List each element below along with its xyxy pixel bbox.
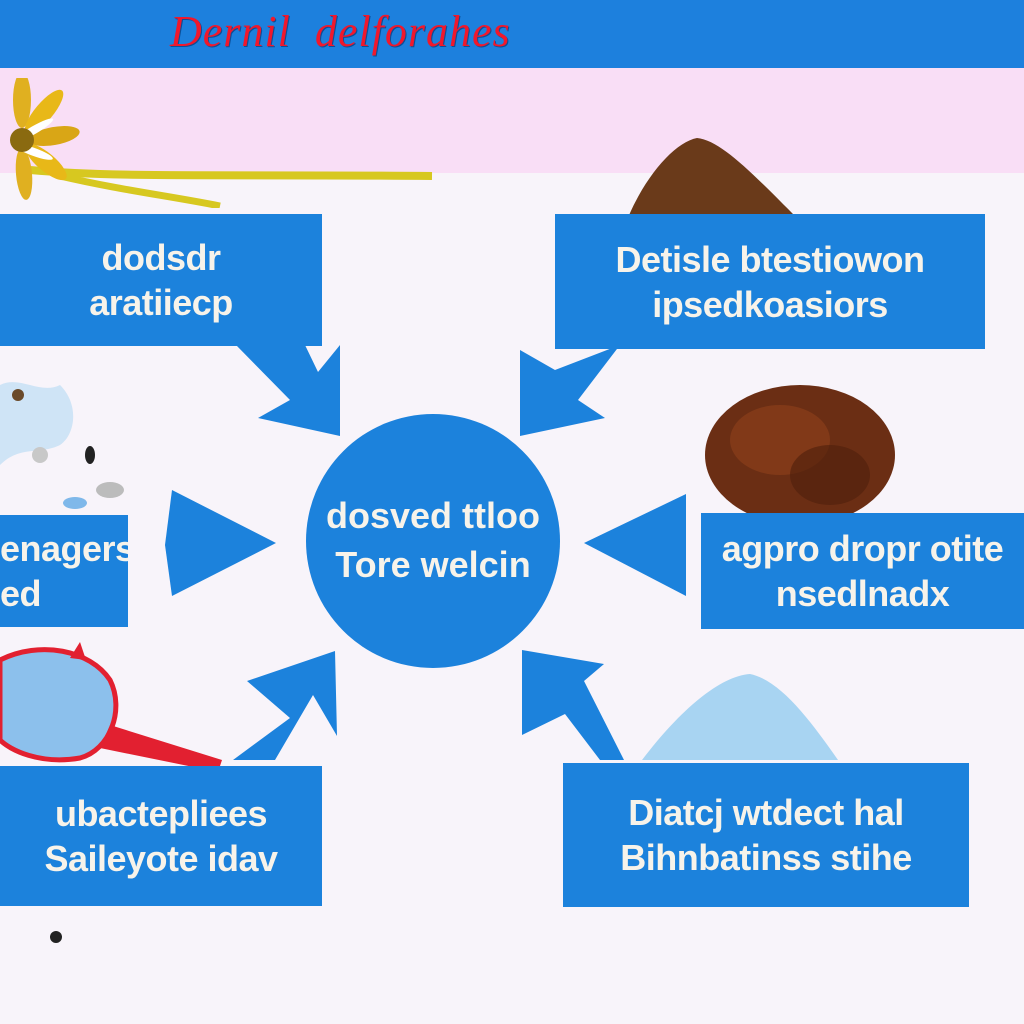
arrow-middle-left	[165, 490, 276, 596]
diagram-title: Dernil delforahes	[170, 7, 511, 56]
box-bottom-left: ubactepliees Saileyote idav	[0, 766, 322, 906]
box-bottom-right-line1: Diatcj wtdect hal	[628, 792, 904, 833]
scattered-debris-icon	[0, 382, 124, 509]
box-bottom-right-line2: Bihnbatinss stihe	[620, 837, 912, 878]
header-bar	[0, 0, 1024, 68]
box-top-left-line2: aratiiecp	[89, 282, 233, 323]
center-line1: dosved ttloo	[326, 495, 540, 537]
box-middle-right-line1: agpro dropr otite	[721, 528, 1004, 569]
arrow-bottom-left	[233, 651, 337, 760]
hair-clump-icon	[705, 385, 895, 525]
box-middle-right: agpro dropr otite nsedlnadx	[701, 513, 1024, 629]
arrow-bottom-right	[522, 650, 624, 760]
arrow-middle-right	[584, 494, 686, 596]
bullet-dot-icon	[50, 931, 62, 943]
blue-brush-tool-icon	[0, 642, 222, 770]
box-middle-left-line2: ed	[0, 573, 42, 614]
arrow-top-left	[236, 345, 340, 436]
box-top-right: Detisle btestiowon ipsedkoasiors	[555, 214, 985, 349]
box-bottom-left-line2: Saileyote idav	[44, 838, 278, 879]
box-top-left-line1: dodsdr	[101, 237, 222, 278]
arrow-top-right	[520, 345, 620, 436]
center-line2: Tore welcin	[335, 544, 531, 585]
box-bottom-right: Diatcj wtdect hal Bihnbatinss stihe	[563, 763, 969, 907]
box-top-right-line1: Detisle btestiowon	[615, 238, 925, 280]
box-bottom-left-line1: ubactepliees	[54, 793, 268, 834]
box-middle-left-line1: enagers	[0, 528, 128, 569]
box-top-left: dodsdr aratiiecp	[0, 214, 322, 346]
dandelion-flower-icon	[10, 78, 433, 208]
box-middle-left: enagers ed	[0, 515, 128, 627]
center-circle: dosved ttloo Tore welcin	[306, 414, 560, 668]
pink-band	[0, 68, 1024, 173]
soil-mound-icon	[627, 138, 797, 220]
blue-powder-pile-icon	[642, 674, 838, 760]
box-top-right-line2: ipsedkoasiors	[652, 283, 888, 325]
box-middle-right-line2: nsedlnadx	[775, 573, 950, 614]
